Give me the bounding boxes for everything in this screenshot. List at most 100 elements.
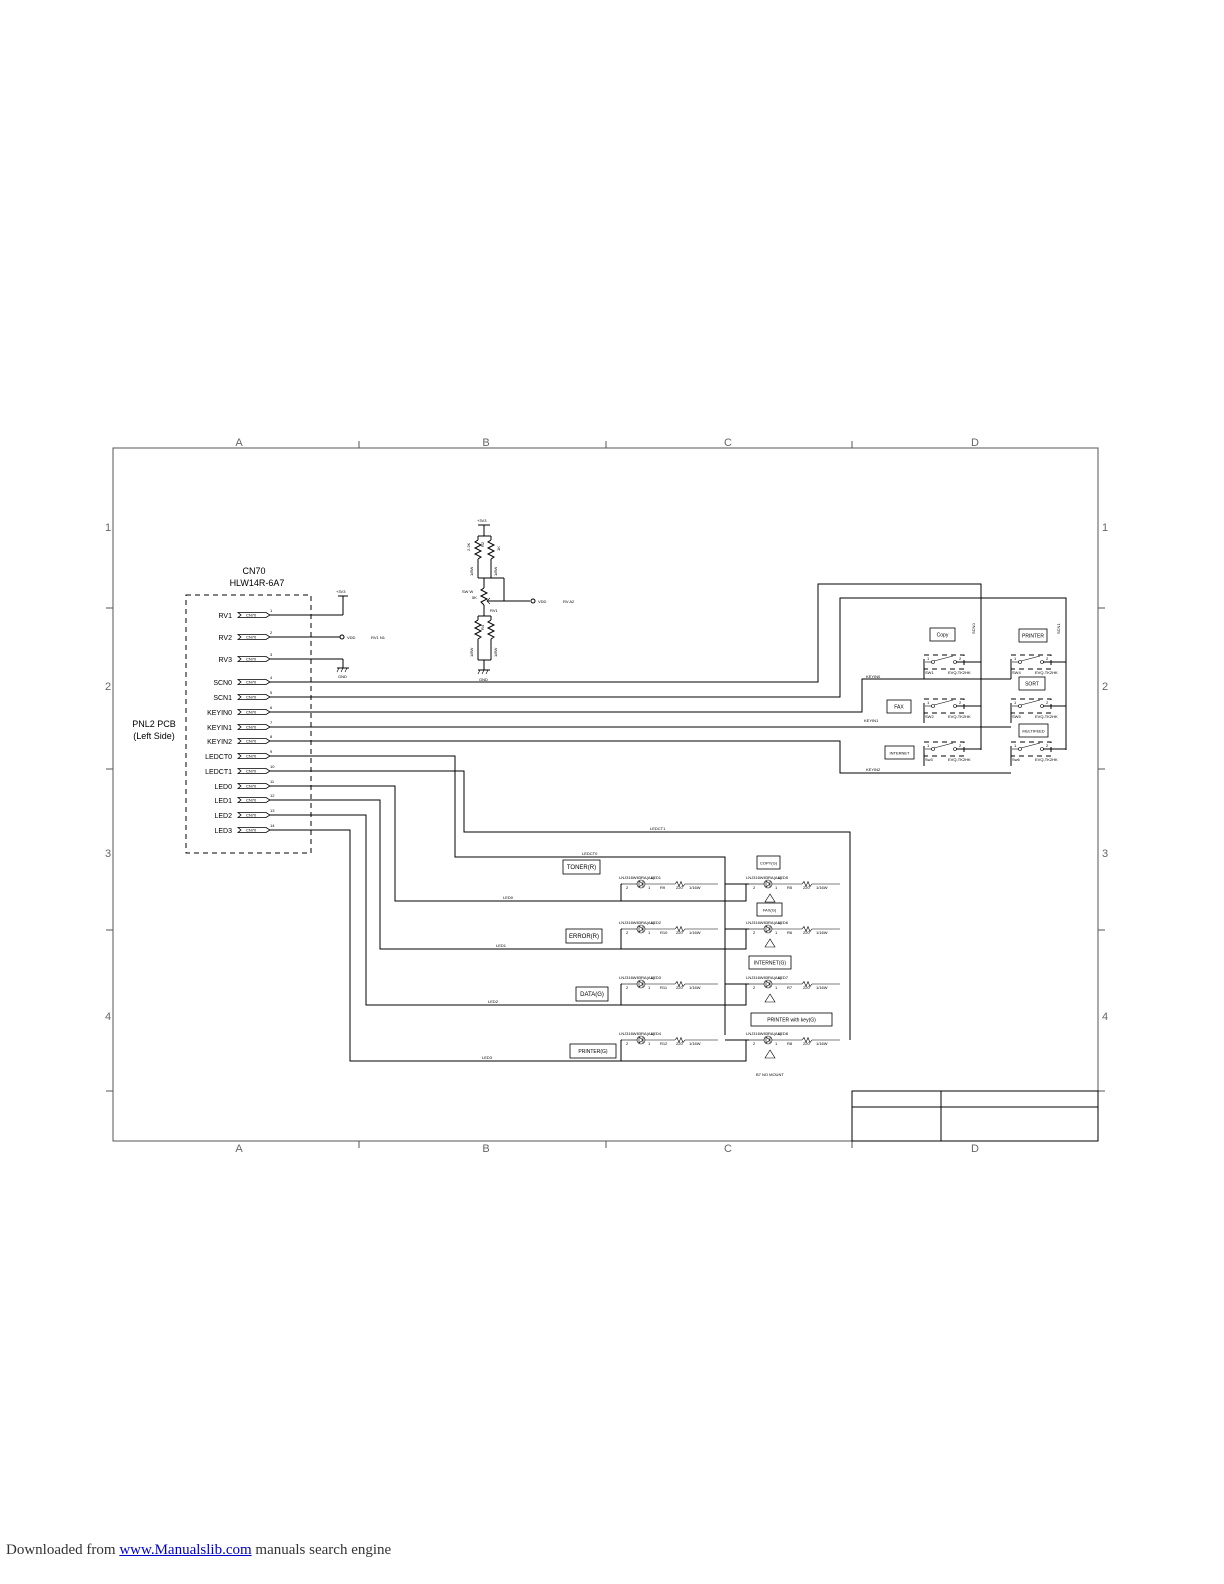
rv-wiring: +3V3 VDD RV1 N1 GND: [311, 589, 386, 679]
svg-text:2: 2: [626, 885, 629, 890]
pin-number: 4: [270, 675, 273, 680]
svg-text:2: 2: [1046, 656, 1049, 661]
pin-label: LEDCT1: [205, 769, 232, 776]
grid-row-4-left: 4: [105, 1011, 111, 1023]
grid-row-1-right: 1: [1102, 522, 1108, 534]
no-mount-note: B7 NO MOUNT: [756, 1072, 784, 1077]
grid-col-d-bottom: D: [971, 1143, 979, 1155]
led-res-ref: R11: [660, 985, 668, 990]
led-res-value: 220: [803, 885, 810, 890]
svg-text:1: 1: [648, 1041, 651, 1046]
grid-col-labels-bottom: A B C D: [235, 1143, 979, 1155]
pin-body: [236, 679, 271, 685]
led-label: DATA(G): [580, 992, 604, 998]
svg-text:1: 1: [775, 985, 778, 990]
keyin2-net-label: KEYIN2: [866, 767, 881, 772]
footer-suffix: manuals search engine: [251, 1542, 392, 1558]
switch-part: EVQ-TK2HK: [948, 714, 971, 719]
pin-label: LED2: [214, 813, 232, 820]
led-part: LNJ316W83RA(AA): [619, 875, 655, 880]
switch-label: MULTIFEED: [1022, 729, 1044, 734]
pot-watt-right: 1/8W: [493, 566, 498, 576]
scn1-vertical-label: SCN1: [1056, 623, 1061, 634]
led1-net-label: LED1: [496, 943, 507, 948]
svg-text:1: 1: [648, 930, 651, 935]
pin-number: 8: [270, 734, 273, 739]
pin-label: RV3: [219, 657, 233, 664]
pot-name: RV1: [490, 608, 498, 613]
keyin0-net-label: KEYIN0: [866, 674, 881, 679]
pin-tag: CN70: [246, 739, 257, 744]
led-res-ref: R12: [660, 1041, 668, 1046]
svg-text:1: 1: [648, 885, 651, 890]
pin-number: 3: [270, 652, 273, 657]
pcb-name: PNL2 PCB: [132, 719, 176, 729]
led-res-value: 220: [676, 1041, 683, 1046]
led-res-ref: R7: [787, 985, 793, 990]
led-part: LNJ316W83RA(AA): [619, 975, 655, 980]
led-res-ref: R6: [787, 930, 793, 935]
grid-row-1-left: 1: [105, 522, 111, 534]
svg-text:2: 2: [753, 930, 756, 935]
svg-text:1: 1: [775, 885, 778, 890]
pin-tag: CN70: [246, 680, 257, 685]
pin-label: SCN1: [213, 695, 232, 702]
caution-icon: [764, 993, 776, 1003]
manualslib-link[interactable]: www.Manualslib.com: [119, 1542, 252, 1558]
pin-number: 1: [270, 608, 273, 613]
led2-net-label: LED2: [488, 999, 499, 1004]
switch-ref: Sw3: [925, 757, 934, 762]
led-part: LNJ316W83RA(AA): [619, 920, 655, 925]
pot-watt-right-2: 1/8W: [493, 647, 498, 657]
grid-row-labels: 1 2 3 4 1 2 3 4: [105, 522, 1108, 1023]
led-ref: LED1: [651, 875, 662, 880]
pin-label: SCN0: [213, 680, 232, 687]
ledct0-net-label: LEDCT0: [582, 851, 598, 856]
led-res-value: 220: [676, 885, 683, 890]
pin-body: [236, 768, 271, 774]
drawing-frame: [112, 447, 1099, 1142]
grid-row-4-right: 4: [1102, 1011, 1108, 1023]
led-res-value: 220: [803, 985, 810, 990]
led-res-ref: R8: [787, 1041, 793, 1046]
grid-col-c: C: [724, 437, 732, 449]
led-ref: LED5: [778, 875, 789, 880]
switch-ref: SW1: [925, 670, 934, 675]
grid-ticks: [106, 441, 1105, 1148]
pin-label: LED0: [214, 784, 232, 791]
pot-watt-left-2: 1/8W: [469, 647, 474, 657]
keyin1-net-label: KEYIN1: [864, 718, 879, 723]
led-res-watt: 1/16W: [689, 885, 701, 890]
switch-ref: SW4: [1012, 670, 1021, 675]
led-ref: LED2: [651, 920, 662, 925]
led0-net-label: LED0: [503, 895, 514, 900]
led-res-watt: 1/16W: [816, 885, 828, 890]
led-res-ref: R9: [660, 885, 666, 890]
svg-text:2: 2: [959, 656, 962, 661]
led-res-value: 220: [676, 985, 683, 990]
pot-r-bot-value: 1K: [496, 546, 501, 551]
pin-body: [236, 612, 271, 618]
pin-tag: CN70: [246, 813, 257, 818]
pot-r4-ref: R4: [480, 624, 485, 630]
pin-tag: CN70: [246, 635, 257, 640]
led-res-watt: 1/16W: [689, 930, 701, 935]
led-res-value: 220: [803, 930, 810, 935]
led-ref: LED3: [651, 975, 662, 980]
led-label-box: [575, 986, 609, 1002]
rv2-vdd-label: VDD: [347, 635, 356, 640]
pot-watt-left: 1/8W: [469, 566, 474, 576]
caution-icon: [764, 938, 776, 948]
pcb-side: (Left Side): [133, 731, 175, 741]
